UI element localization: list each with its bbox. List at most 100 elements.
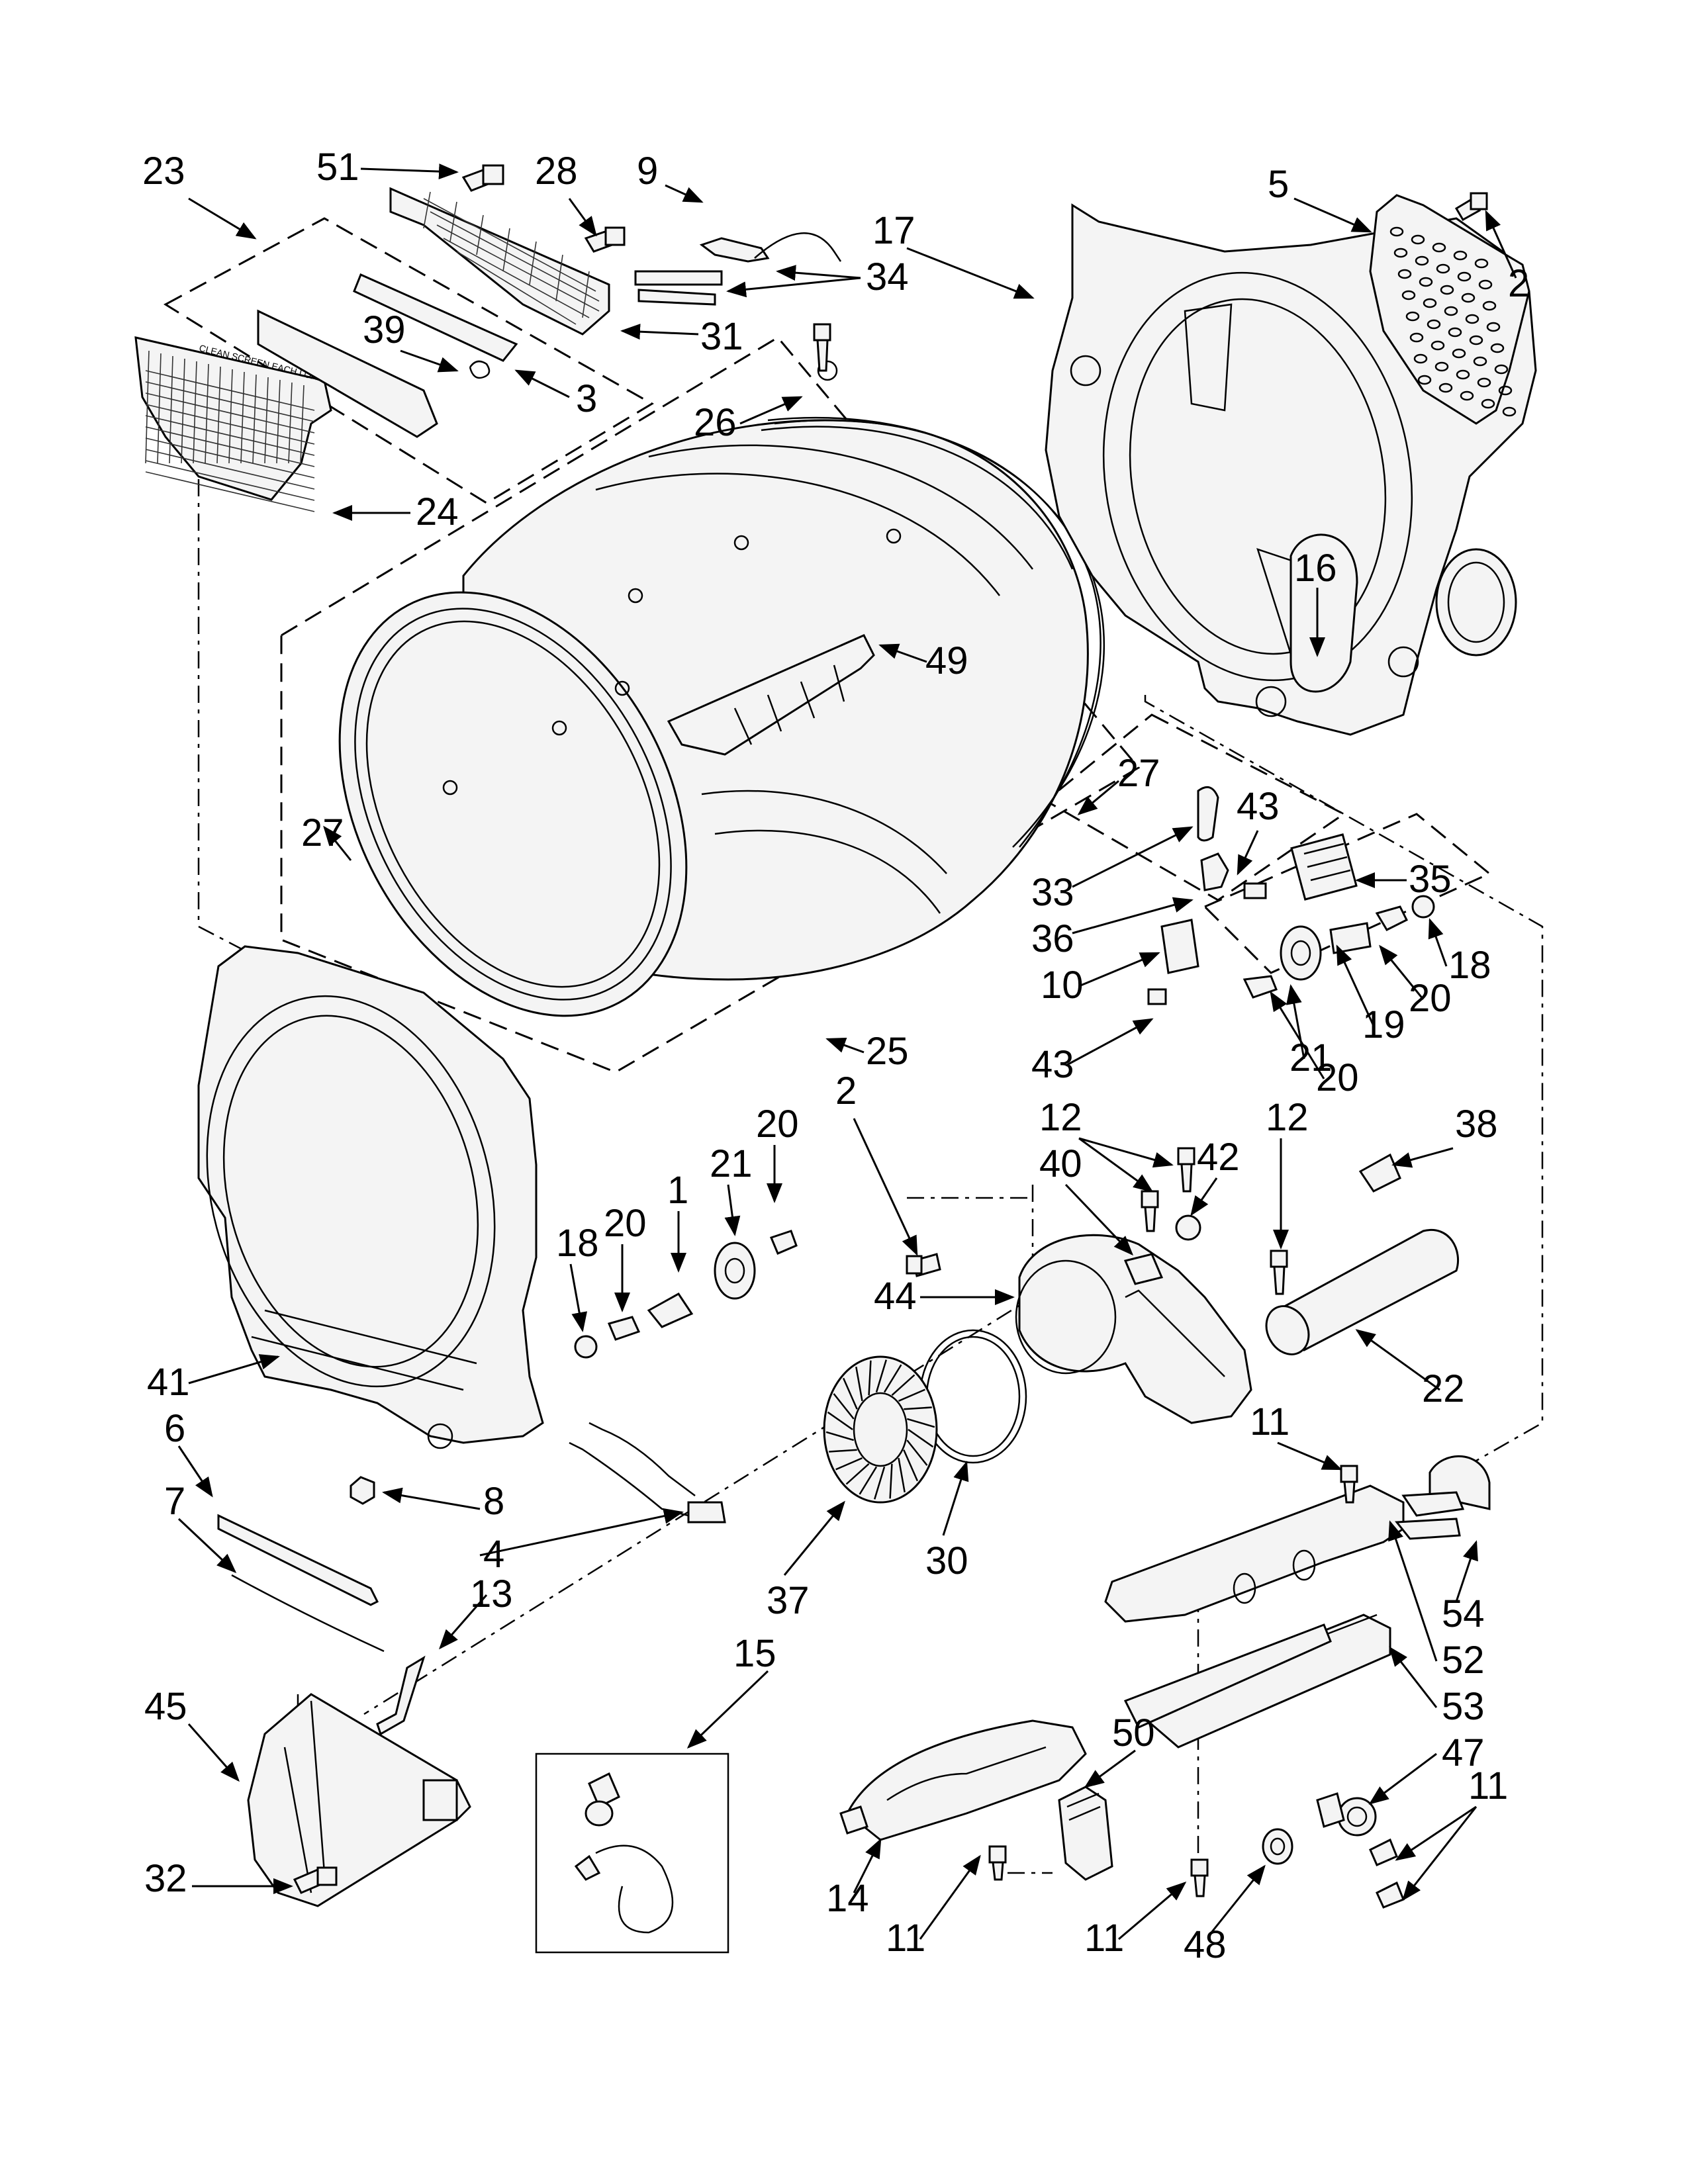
leader-arrow	[724, 1184, 741, 1236]
leader-arrow	[776, 265, 861, 281]
leader-arrow	[1084, 1749, 1136, 1788]
shield-hole	[1473, 356, 1487, 367]
leader-arrow	[1065, 1018, 1154, 1067]
callout-3: 3	[576, 377, 597, 420]
leader-arrow	[479, 1508, 684, 1557]
callout-labels: 23 51 28 9 17 5 2 34 31 39 3 26 24 49 16…	[142, 146, 1529, 1966]
shield-hole	[1456, 369, 1470, 380]
door-seal-6	[217, 1514, 379, 1606]
leader-arrow	[1455, 1540, 1478, 1602]
shield-hole	[1490, 343, 1505, 353]
shield-hole	[1413, 353, 1428, 364]
shield-hole	[1444, 306, 1458, 316]
leader-arrow	[382, 1487, 481, 1510]
callout-34: 34	[866, 255, 909, 298]
shield-hole	[1486, 322, 1501, 332]
leader-arrow	[942, 1461, 969, 1536]
callout-48: 48	[1184, 1923, 1227, 1966]
callout-39: 39	[363, 308, 406, 351]
exhaust-outlet-inner	[1447, 561, 1505, 643]
leader-arrow	[1402, 1806, 1477, 1901]
callout-12-left: 12	[1039, 1096, 1082, 1139]
leader-arrow	[853, 1838, 882, 1893]
leader-arrow	[1210, 1864, 1266, 1933]
leader-arrow	[1336, 944, 1375, 1026]
callout-11-bottom-left: 11	[886, 1917, 925, 1960]
callout-18-left: 18	[556, 1222, 599, 1265]
leader-arrow	[1277, 1441, 1342, 1471]
leader-arrow	[177, 1518, 237, 1574]
shield-hole	[1415, 255, 1429, 266]
callout-25: 25	[866, 1030, 909, 1073]
hidden-line-7	[998, 1846, 1053, 1874]
shield-hole	[1477, 377, 1491, 388]
callout-1: 1	[667, 1169, 688, 1212]
callout-22: 22	[1422, 1367, 1465, 1410]
callout-35: 35	[1409, 858, 1452, 901]
callout-47: 47	[1442, 1731, 1485, 1774]
leader-arrow	[1072, 826, 1194, 888]
leader-arrow	[323, 825, 352, 861]
leader-arrow	[783, 1500, 845, 1576]
callout-11-bottom-mid: 11	[1084, 1917, 1124, 1960]
callout-33: 33	[1031, 871, 1074, 914]
screws-11	[988, 1465, 1405, 1909]
leader-arrow	[1379, 944, 1425, 1000]
callout-16: 16	[1294, 547, 1337, 590]
shield-hole	[1432, 242, 1446, 253]
leader-arrow	[853, 1118, 918, 1256]
shield-hole	[1453, 250, 1468, 261]
shield-hole	[1430, 340, 1445, 351]
leader-arrow	[1368, 1752, 1437, 1805]
shield-hole	[1498, 385, 1513, 396]
callout-23: 23	[142, 150, 185, 193]
screw-51	[461, 164, 504, 192]
leader-arrow	[514, 369, 570, 398]
shield-hole	[1397, 269, 1412, 279]
shield-hole	[1393, 248, 1408, 258]
shield-hole	[1434, 361, 1449, 372]
flame-sensor-parts	[1147, 786, 1435, 1005]
clip-54	[1395, 1455, 1491, 1540]
leader-arrow	[1270, 991, 1325, 1079]
leader-arrow	[1118, 1882, 1187, 1940]
shield-hole	[1452, 348, 1466, 359]
callout-30: 30	[925, 1539, 968, 1582]
callout-41: 41	[147, 1361, 190, 1404]
blower-housing	[1015, 1234, 1252, 1424]
callout-24: 24	[416, 490, 459, 533]
lint-filter-group-outline	[164, 217, 654, 504]
front-bulkhead	[197, 945, 544, 1449]
callout-43-mid: 43	[1031, 1043, 1074, 1086]
callout-43-top: 43	[1237, 785, 1280, 828]
shield-hole	[1482, 300, 1497, 311]
shield-hole	[1474, 258, 1489, 269]
callout-21-left: 21	[710, 1142, 753, 1185]
screw-2-mid	[906, 1253, 941, 1277]
callout-37: 37	[767, 1579, 810, 1622]
shield-hole	[1478, 279, 1493, 290]
heater-tube	[1265, 1228, 1460, 1355]
nut-8	[350, 1476, 375, 1505]
callout-17: 17	[872, 209, 915, 252]
leader-arrow	[188, 1354, 280, 1385]
shield-hole	[1460, 390, 1474, 401]
lint-screen: CLEAN SCREEN EACH LOAD	[134, 336, 332, 512]
leader-arrow	[620, 324, 699, 340]
callout-8: 8	[483, 1480, 504, 1523]
leader-arrow	[726, 277, 861, 298]
drum-group-outline	[280, 336, 1141, 1073]
leader-arrow	[177, 1445, 213, 1498]
leader-arrow	[439, 1594, 488, 1650]
leader-arrow	[188, 197, 257, 240]
callout-5: 5	[1268, 163, 1289, 206]
callout-45: 45	[144, 1685, 187, 1728]
shield-hole	[1423, 298, 1437, 308]
shield-hole	[1411, 234, 1425, 245]
shield-hole	[1438, 383, 1453, 393]
callout-42: 42	[1197, 1136, 1240, 1179]
leader-arrow	[568, 198, 597, 237]
callout-7: 7	[164, 1480, 185, 1523]
callout-4: 4	[483, 1533, 504, 1576]
leader-arrow	[906, 247, 1035, 299]
